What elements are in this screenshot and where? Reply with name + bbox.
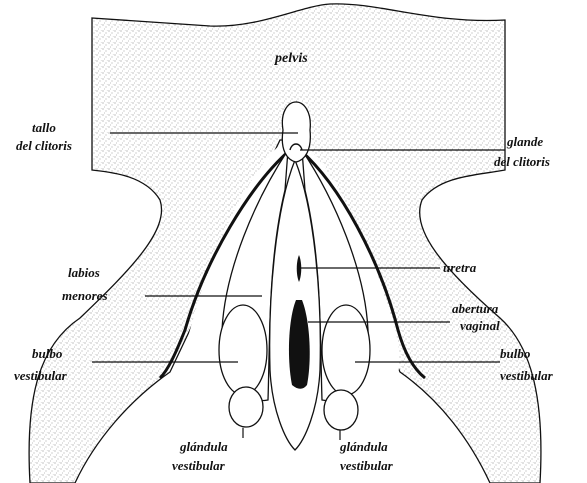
clitoris-body	[282, 102, 310, 162]
bulb-right	[322, 305, 370, 395]
label-glandula-right-2: vestibular	[340, 458, 394, 473]
label-glandula-left-2: vestibular	[172, 458, 226, 473]
label-glandula-right-1: glándula	[339, 439, 388, 454]
label-glande-1: glande	[506, 134, 543, 149]
bulb-left	[219, 305, 267, 395]
label-labios-1: labios	[68, 265, 100, 280]
label-labios-2: menores	[62, 288, 108, 303]
label-abertura-1: abertura	[452, 301, 499, 316]
label-tallo-1: tallo	[32, 120, 56, 135]
label-tallo-2: del clitoris	[16, 138, 72, 153]
label-glande-2: del clitoris	[494, 154, 550, 169]
label-uretra: uretra	[443, 260, 477, 275]
gland-right	[324, 390, 358, 430]
label-bulbo-left-1: bulbo	[32, 346, 63, 361]
gland-left	[229, 387, 263, 427]
label-abertura-2: vaginal	[460, 318, 500, 333]
label-bulbo-right-1: bulbo	[500, 346, 531, 361]
label-pelvis: pelvis	[274, 51, 308, 66]
label-bulbo-right-2: vestibular	[500, 368, 554, 383]
label-glandula-left-1: glándula	[179, 439, 228, 454]
label-bulbo-left-2: vestibular	[14, 368, 68, 383]
